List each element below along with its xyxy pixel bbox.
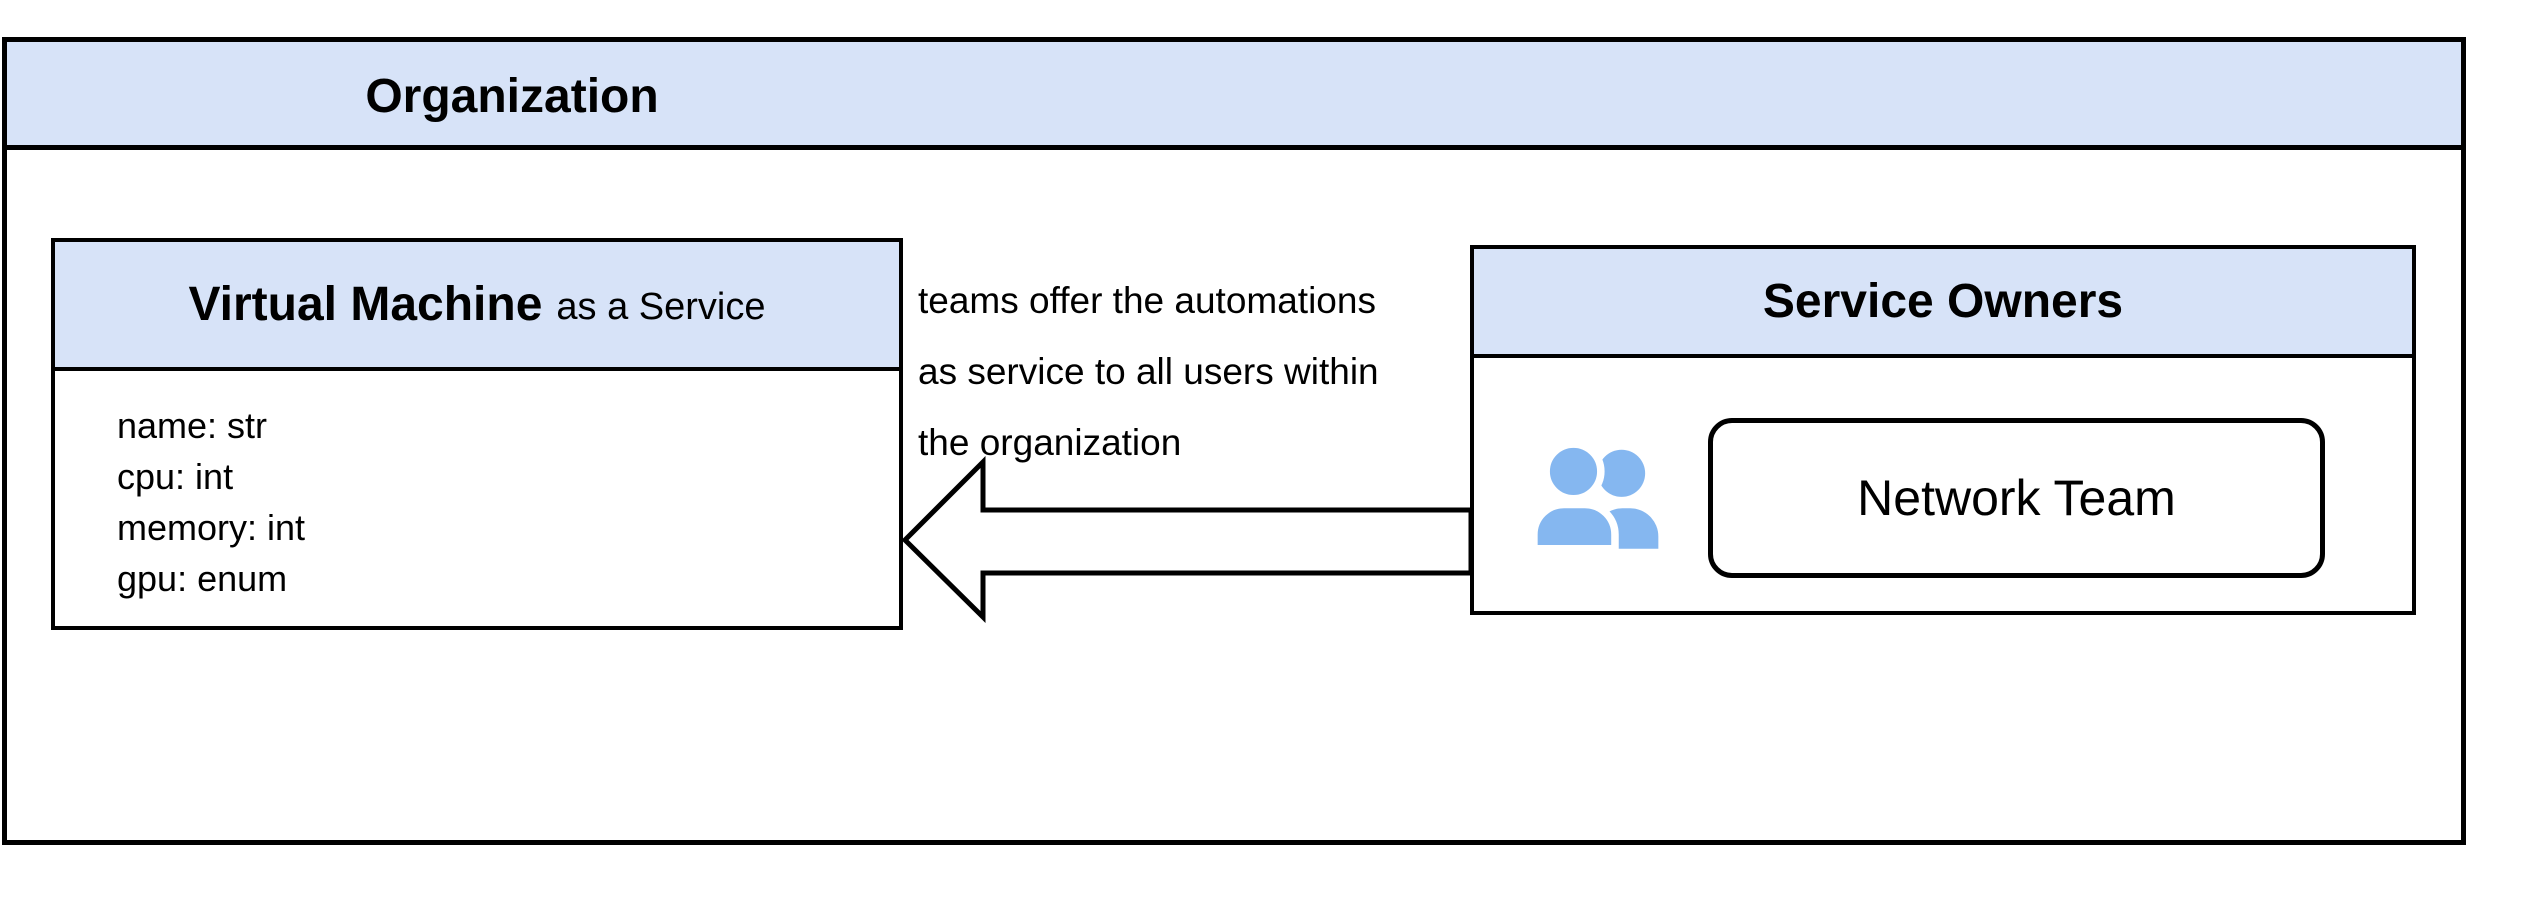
virtual-machine-subtitle: as a Service <box>556 286 766 328</box>
service-owners-body: Network Team <box>1474 358 2412 607</box>
virtual-machine-title: Virtual Machine <box>188 278 543 331</box>
vm-attribute-gpu: gpu: enum <box>117 558 288 599</box>
vm-attribute-cpu: cpu: int <box>117 456 234 497</box>
annotation-text: teams offer the automations as service t… <box>918 265 1493 478</box>
virtual-machine-box: Virtual Machine as a Service name: str c… <box>51 238 903 630</box>
service-owners-box: Service Owners Network Team <box>1470 245 2416 615</box>
annotation-line-1: teams offer the automations <box>918 280 1376 321</box>
people-icon <box>1532 440 1659 553</box>
organization-title: Organization <box>365 69 659 123</box>
organization-box: Organization <box>2 37 2466 845</box>
annotation-line-2: as service to all users within <box>918 351 1379 392</box>
service-owners-title: Service Owners <box>1762 275 2124 328</box>
service-owners-header: Service Owners <box>1474 249 2412 358</box>
virtual-machine-attributes: name: str cpu: int memory: int gpu: enum <box>55 371 899 604</box>
virtual-machine-header: Virtual Machine as a Service <box>55 242 899 371</box>
network-team-box: Network Team <box>1708 418 2325 578</box>
organization-header: Organization <box>7 42 2461 150</box>
vm-attribute-memory: memory: int <box>117 507 306 548</box>
organization-title-wrap: Organization <box>7 42 1017 150</box>
annotation-line-3: the organization <box>918 422 1182 463</box>
network-team-label: Network Team <box>1857 470 2176 526</box>
vm-attribute-name: name: str <box>117 405 268 446</box>
